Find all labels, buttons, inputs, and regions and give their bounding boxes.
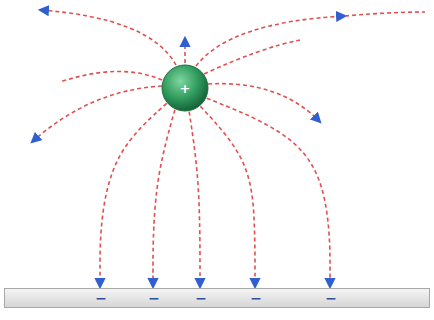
outer-field-lines [32,10,425,142]
charge-sign: − [250,289,262,307]
positive-charge: + [161,64,209,112]
charge-sign: − [148,289,160,307]
charged-plate: −−−−− [4,288,430,308]
field-line [184,38,186,63]
charge-sign: − [95,289,107,307]
field-line [200,106,255,287]
field-line [40,10,176,65]
field-line [153,110,175,287]
field-line [204,40,300,74]
field-line [60,71,162,82]
field-line [345,12,425,16]
charge-sign: − [195,289,207,307]
field-line [196,16,345,66]
field-line [32,86,162,142]
charge-sign: + [180,81,191,96]
field-line [208,84,320,122]
field-line [207,98,330,287]
field-line [189,112,200,287]
charge-sign: − [325,289,337,307]
